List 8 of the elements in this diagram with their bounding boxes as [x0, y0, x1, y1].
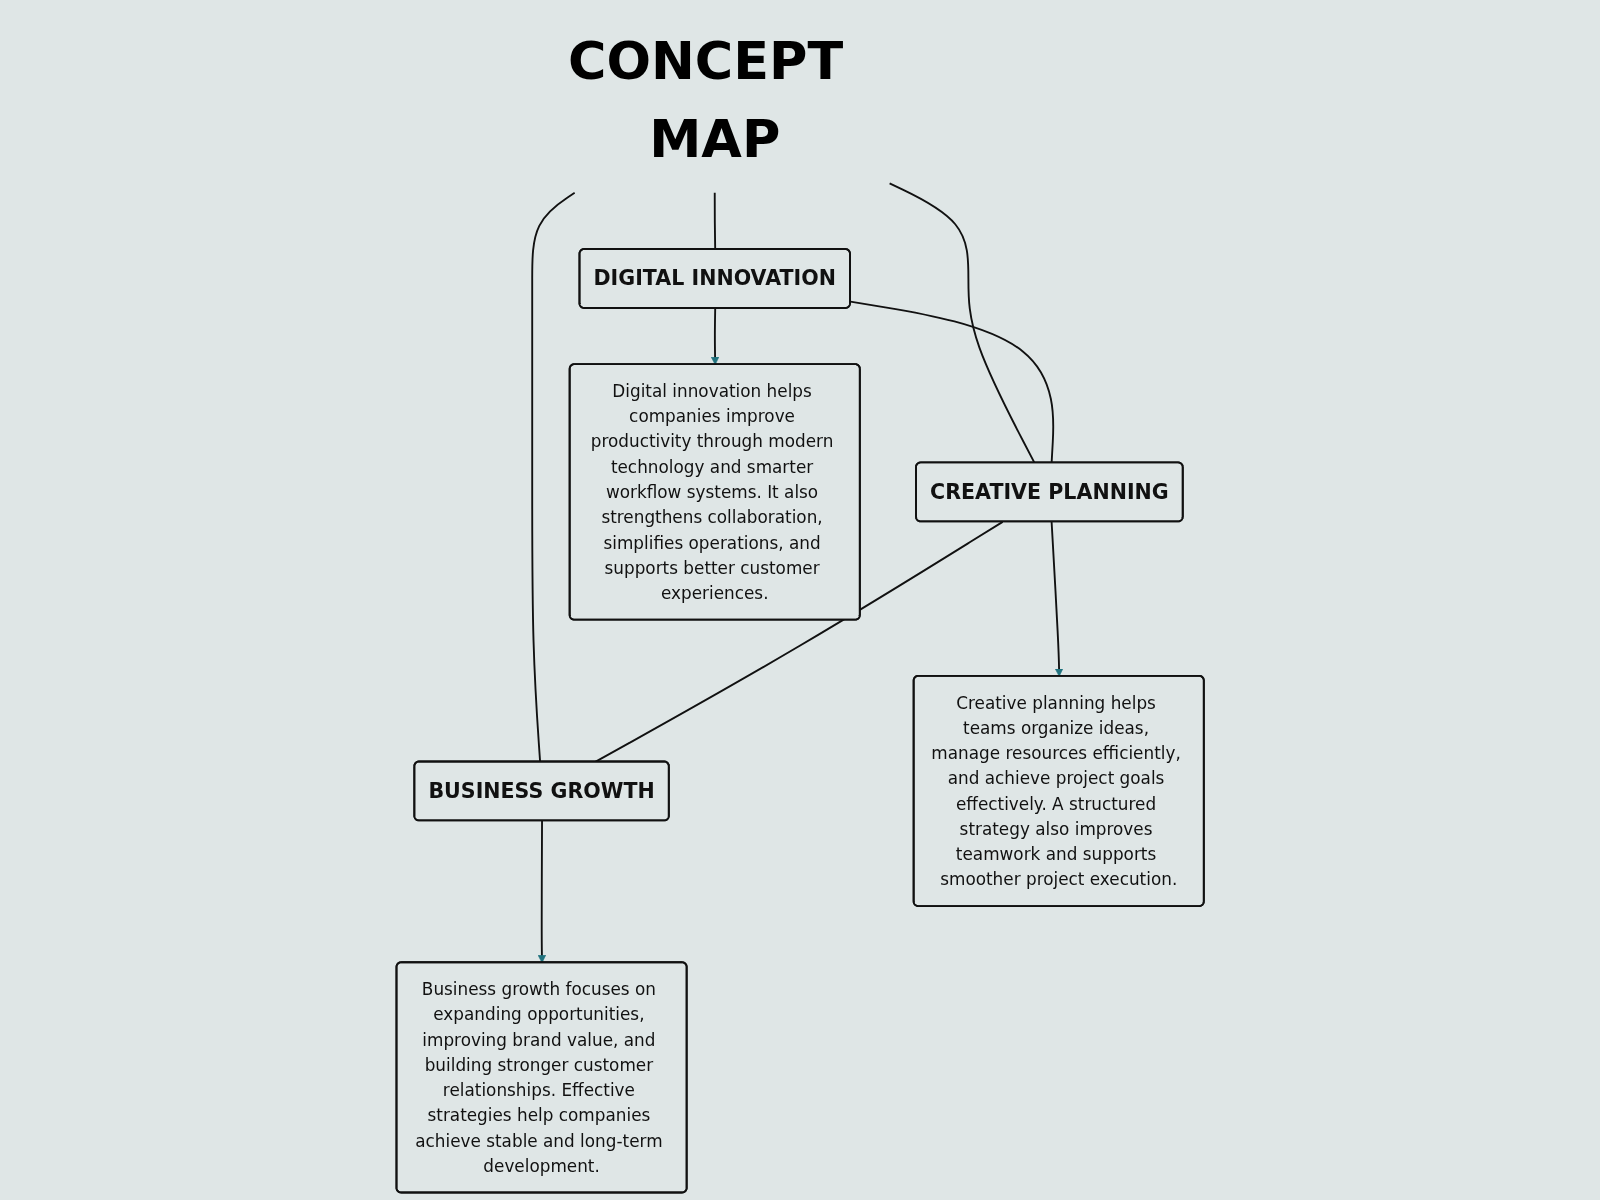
connector [888, 182, 1036, 464]
arrow [537, 819, 546, 964]
connector [594, 520, 1004, 763]
arrow [710, 307, 720, 365]
connector [531, 191, 576, 763]
node-text: CONCEPT MAP [567, 29, 844, 170]
connector [849, 300, 1055, 464]
arrow [1050, 520, 1064, 677]
